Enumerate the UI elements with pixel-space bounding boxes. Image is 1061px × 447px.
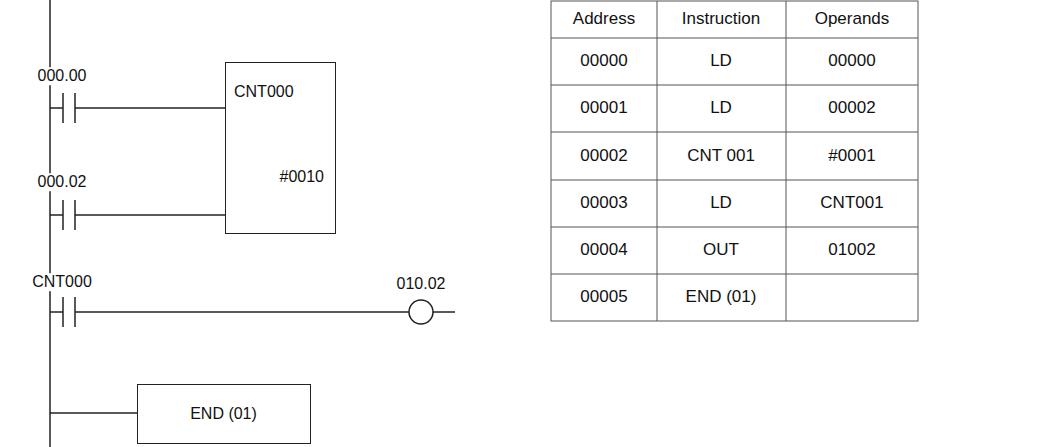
table-cell: CNT001	[818, 194, 885, 213]
wire	[50, 214, 63, 216]
table-header: Instruction	[680, 10, 762, 29]
counter-box: CNT000 #0010	[225, 62, 336, 234]
contact-address: 000.02	[36, 173, 89, 191]
table-cell: 00005	[578, 288, 629, 307]
table-cell: 00002	[826, 99, 877, 118]
contact-address: CNT000	[30, 273, 94, 291]
contact-symbol	[62, 200, 64, 230]
table-cell: CNT 001	[685, 147, 757, 166]
table-header: Operands	[813, 10, 892, 29]
wire	[433, 311, 455, 313]
table-cell: 00000	[578, 52, 629, 71]
table-cell: #0001	[826, 147, 877, 166]
table-cell: 01002	[826, 241, 877, 260]
wire	[75, 311, 409, 313]
end-box: END (01)	[137, 384, 311, 444]
wire	[75, 107, 225, 109]
table-cell: OUT	[701, 241, 741, 260]
coil-symbol	[409, 300, 433, 324]
wire	[50, 311, 63, 313]
table-cell: END (01)	[684, 288, 759, 307]
table-cell: 00003	[578, 194, 629, 213]
contact-symbol	[62, 297, 64, 327]
wire	[50, 412, 137, 414]
end-label: END (01)	[190, 405, 257, 423]
table-cell: 00000	[826, 52, 877, 71]
table-cell: 00002	[578, 147, 629, 166]
table-cell: LD	[708, 194, 734, 213]
wire	[75, 214, 225, 216]
table-header: Address	[571, 10, 637, 29]
table-cell: 00001	[578, 99, 629, 118]
counter-name: CNT000	[234, 83, 294, 101]
table-cell: 00004	[578, 241, 629, 260]
contact-address: 000.00	[36, 67, 89, 85]
table-cell: LD	[708, 99, 734, 118]
wire	[50, 107, 63, 109]
table-cell: LD	[708, 52, 734, 71]
contact-symbol	[62, 93, 64, 123]
table-grid	[551, 1, 918, 321]
coil-address: 010.02	[395, 275, 448, 293]
counter-preset: #0010	[280, 168, 325, 186]
